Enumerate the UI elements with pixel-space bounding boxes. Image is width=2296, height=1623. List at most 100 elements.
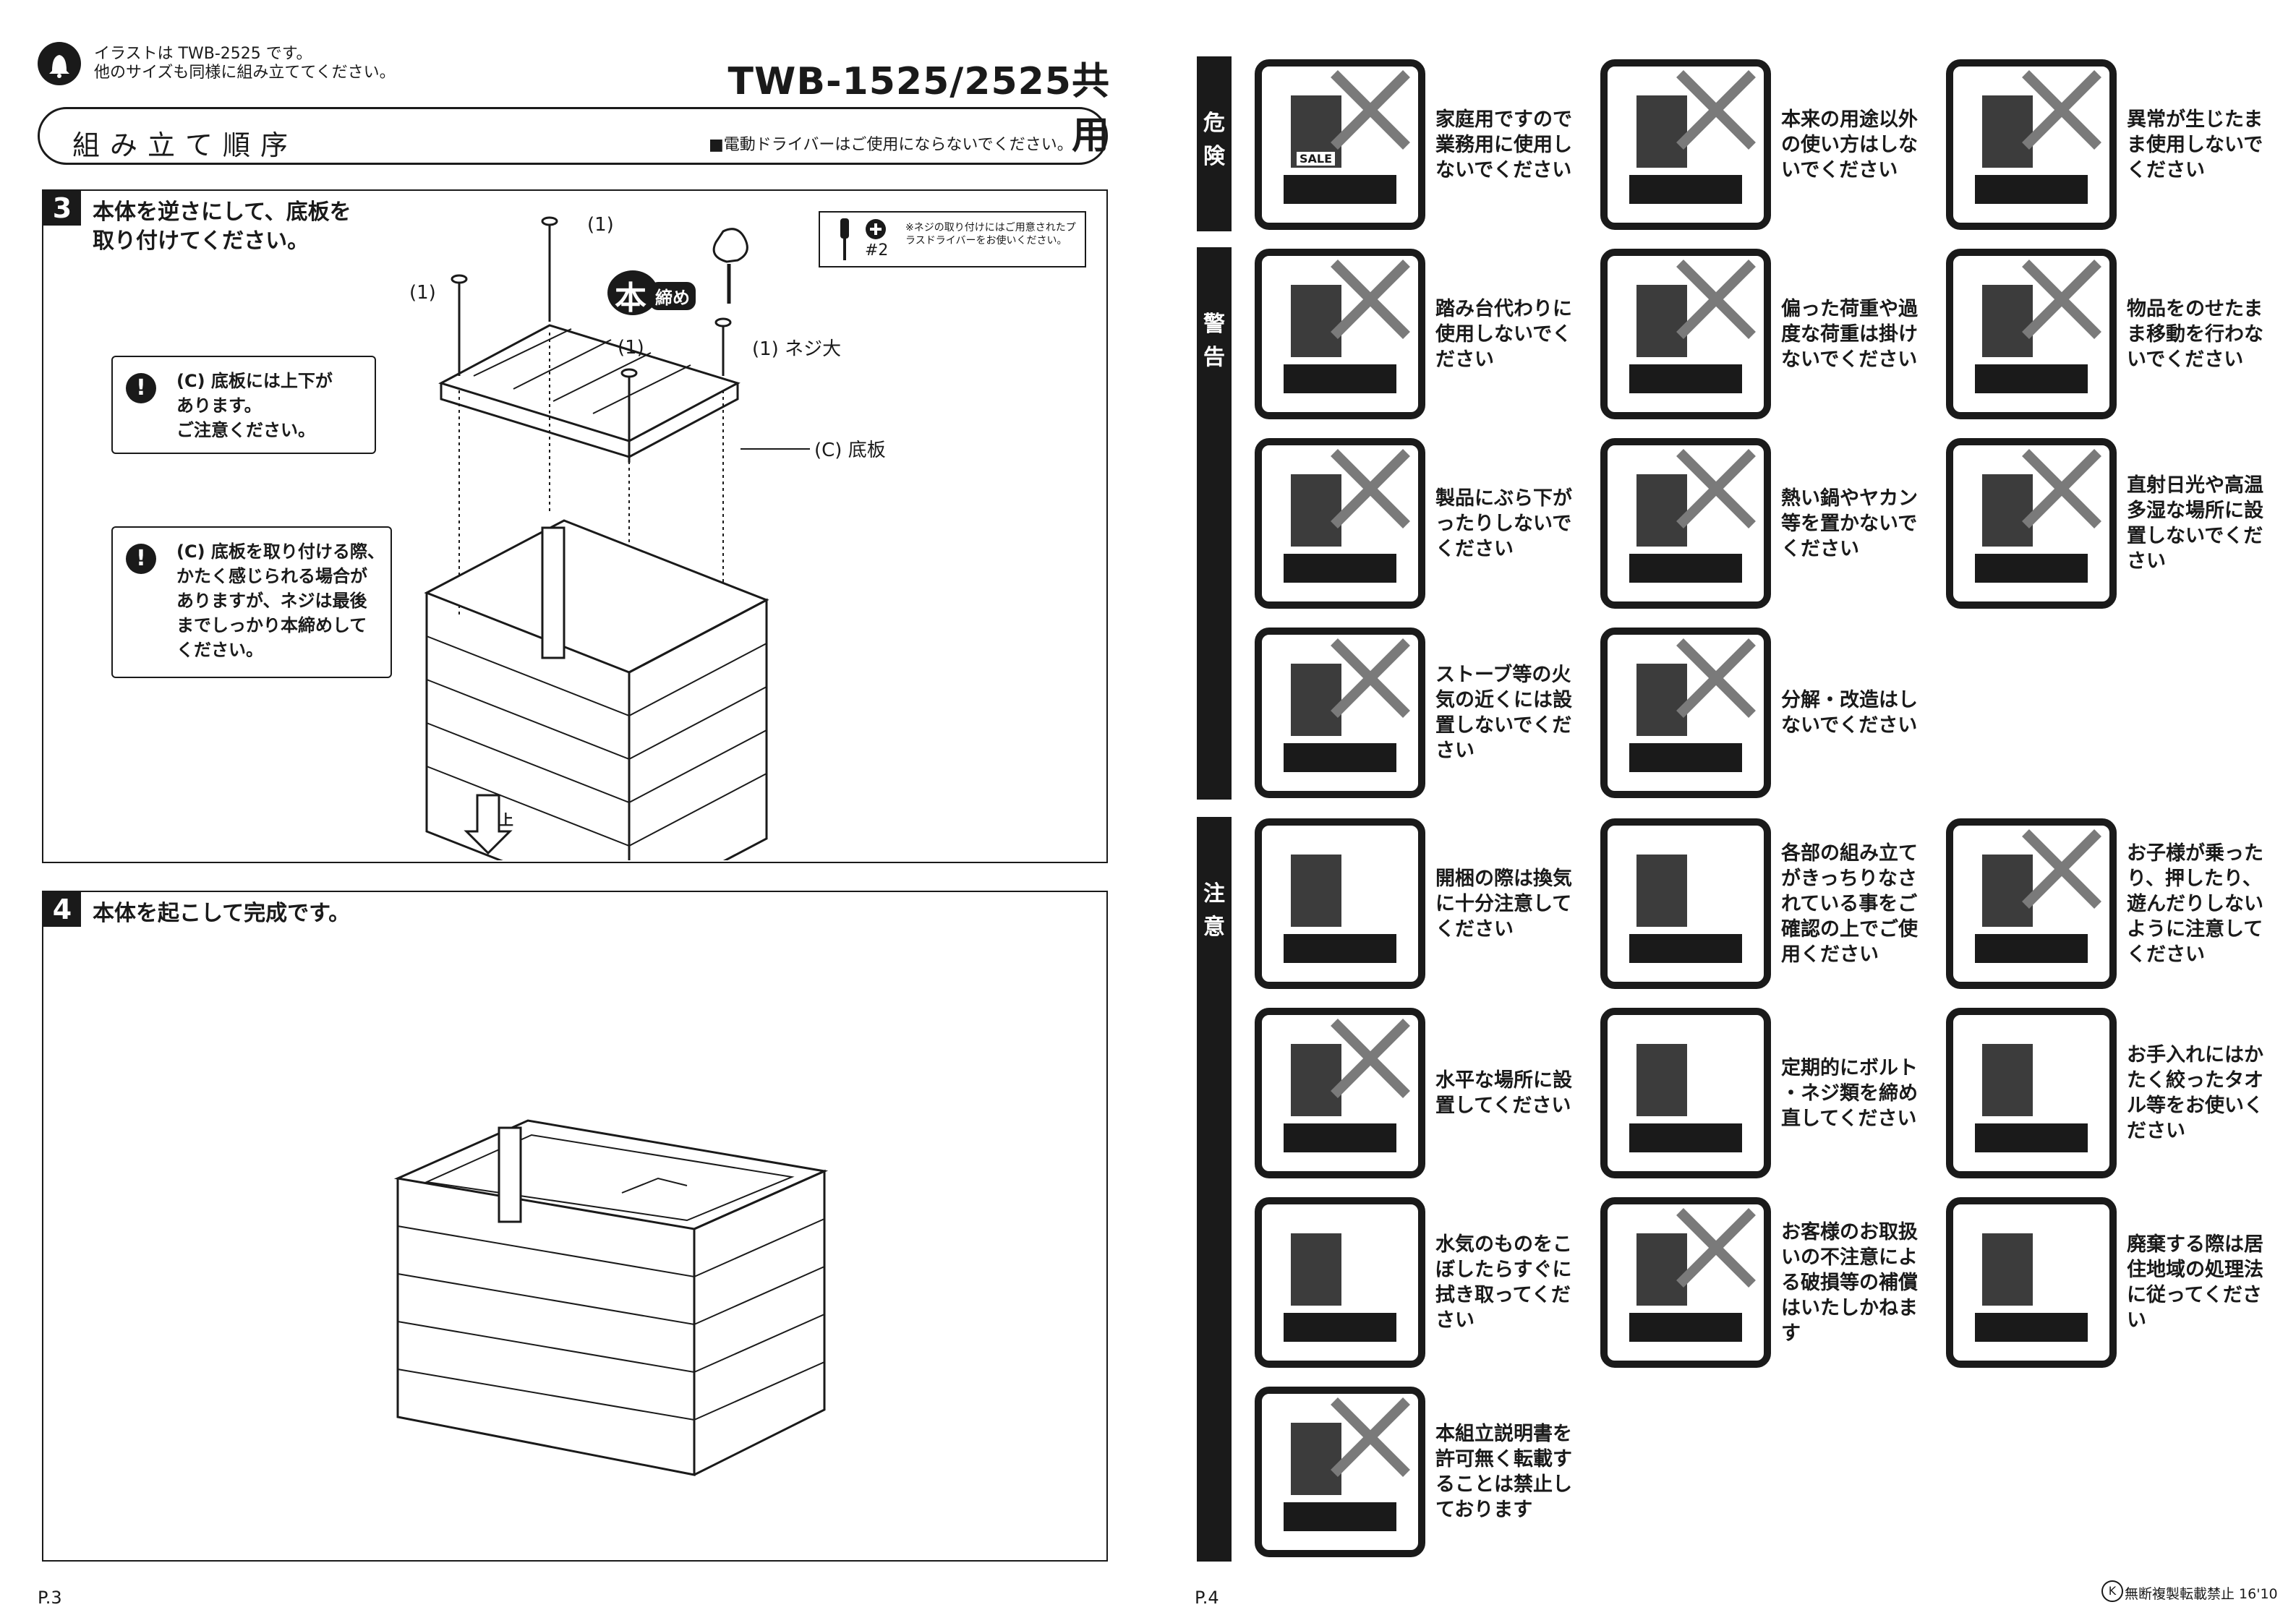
kettle-icon [1600,438,1771,609]
warning-line: 住地域の処理法 [2127,1259,2263,1281]
sun-icon [1946,438,2117,609]
section-title: 組み立て順序 [72,129,299,161]
warning-text: 物品をのせたまま移動を行わないでください [2127,296,2264,372]
step-stool-icon [1255,249,1425,419]
warning-text: 本来の用途以外の使い方はしないでください [1781,107,1919,183]
warning-text: 水気のものをこぼしたらすぐに拭き取ってください [1435,1232,1573,1333]
warning-line: 各部の組み立て [1781,842,1918,865]
exclamation-icon: ! [126,373,156,403]
magnifier-icon [1600,818,1771,989]
warning-line: れている事をご [1781,892,1918,915]
caution-line: (C) 底板を取り付ける際、 [176,541,385,562]
warning-line: に十分注意して [1435,892,1572,915]
warning-line: 本組立説明書を [1435,1423,1572,1445]
band-char: 険 [1203,144,1225,169]
copy-icon [1255,1387,1425,1557]
section-header [38,107,1108,165]
step3-illustration [424,216,769,860]
warning-line: 許可無く転載す [1435,1448,1572,1470]
caution-line: までしっかり本締めして [176,615,367,635]
warning-line: の使い方はしな [1781,133,1918,156]
warning-text: 踏み台代わりに使用しないでください [1435,296,1573,372]
warning-text: 異常が生じたまま使用しないでください [2127,107,2264,183]
bell-icon [38,42,81,85]
hon-label: 本 [615,280,646,317]
warning-band: 警 告 [1197,247,1232,800]
warning-line: ください [2127,158,2205,181]
warning-line: さい [2127,550,2166,573]
caution-text: (C) 底板には上下が あります。 ご注意ください。 [176,369,333,442]
caution-line: かたく感じられる場合が [176,566,367,586]
warning-line: ください [1781,537,1859,560]
warning-line: ないでください [1781,714,1918,737]
warning-text: 熱い鍋やヤカン等を置かないでください [1781,486,1919,562]
warning-line: ております [1435,1499,1533,1521]
warning-line: す [1781,1322,1801,1345]
warning-line: がきっちりなさ [1781,867,1917,890]
disposal-icon [1946,1197,2117,1368]
warning-line: 直してください [1781,1107,1917,1130]
exclamation-icon: ! [126,544,156,574]
warning-line: 開梱の際は換気 [1435,867,1572,890]
warning-line: ください [1435,917,1514,941]
step3-text-line: 本体を逆さにして、底板を [93,200,351,225]
warning-line: 水平な場所に設 [1435,1069,1572,1092]
warning-text: 各部の組み立てがきっちりなされている事をご確認の上でご使用ください [1781,841,1919,967]
warning-line: ストーブ等の火 [1435,664,1571,686]
level-icon [1255,1008,1425,1178]
band-char: 危 [1203,111,1225,136]
wipe-icon [1255,1197,1425,1368]
screw-label-large: (1) ネジ大 [752,338,842,360]
screwdriver-icon [840,218,849,260]
caution-line: あります。 [176,395,262,416]
warning-text: お客様のお取扱いの不注意による破損等の補償はいたしかねます [1781,1220,1919,1346]
warning-line: いでください [1781,158,1898,181]
step3-panel [42,189,1108,863]
repair-icon [1600,1197,1771,1368]
warning-line: ください [1435,537,1514,560]
warning-line: お子様が乗った [2127,842,2263,865]
warning-line: お客様のお取扱 [1781,1220,1918,1243]
warning-line: お手入れにはか [2127,1044,2263,1066]
warning-text: お手入れにはかたく絞ったタオル等をお使いください [2127,1042,2264,1144]
caution-line: (C) 底板には上下が [176,371,333,391]
copyright: 無断複製転載禁止 16'10 [2125,1586,2278,1602]
warning-line: ないでください [1435,158,1572,181]
warning-text: 本組立説明書を許可無く転載することは禁止しております [1435,1421,1573,1523]
copyright-mark-icon: K [2101,1580,2123,1602]
warning-line: ま移動を行わな [2127,322,2263,346]
board-label: (C) 底板 [814,440,886,461]
screw-label: (1) [409,282,436,304]
misuse-icon [1600,59,1771,230]
hanging-icon [1255,438,1425,609]
caution-text: (C) 底板を取り付ける際、 かたく感じられる場合が ありますが、ネジは最後 ま… [176,539,385,662]
fire-icon [1255,628,1425,798]
page-number-left: P.3 [38,1588,62,1608]
uneven-load-icon [1600,249,1771,419]
danger-band: 危 険 [1197,56,1232,231]
warning-line: さい [1435,1309,1475,1332]
warning-text: 偏った荷重や過度な荷重は掛けないでください [1781,296,1919,372]
warning-line: 製品にぶら下が [1435,487,1572,510]
warning-line: たく絞ったタオ [2127,1069,2263,1092]
warning-text: 家庭用ですので業務用に使用しないでください [1435,107,1573,183]
illustration-note: イラストは TWB-2525 です。 他のサイズも同様に組み立ててください。 [94,45,396,82]
warning-line: ださい [1435,348,1494,371]
warning-line: 使用しないでく [1435,322,1572,346]
warning-text: ストーブ等の火気の近くには設置しないでください [1435,662,1573,763]
warning-line: 直射日光や高温 [2127,474,2263,497]
step3-instructions: 本体を逆さにして、底板を 取り付けてください。 [93,198,351,256]
plus-icon [866,219,886,239]
warning-line: ま使用しないで [2127,133,2263,156]
step4-panel [42,891,1108,1562]
warning-line: 物品をのせたま [2127,297,2263,320]
step3-number: 3 [43,191,81,226]
warning-text: 定期的にボルト・ネジ類を締め直してください [1781,1055,1919,1131]
up-arrow-label: 上 [499,811,513,828]
tools-icon [1600,628,1771,798]
warning-line: に従ってくださ [2127,1284,2262,1306]
warning-line: 廃棄する際は居 [2127,1233,2263,1256]
moving-icon [1946,249,2117,419]
warning-line: ることは禁止し [1435,1473,1572,1496]
warning-line: 等を置かないで [1781,512,1918,535]
